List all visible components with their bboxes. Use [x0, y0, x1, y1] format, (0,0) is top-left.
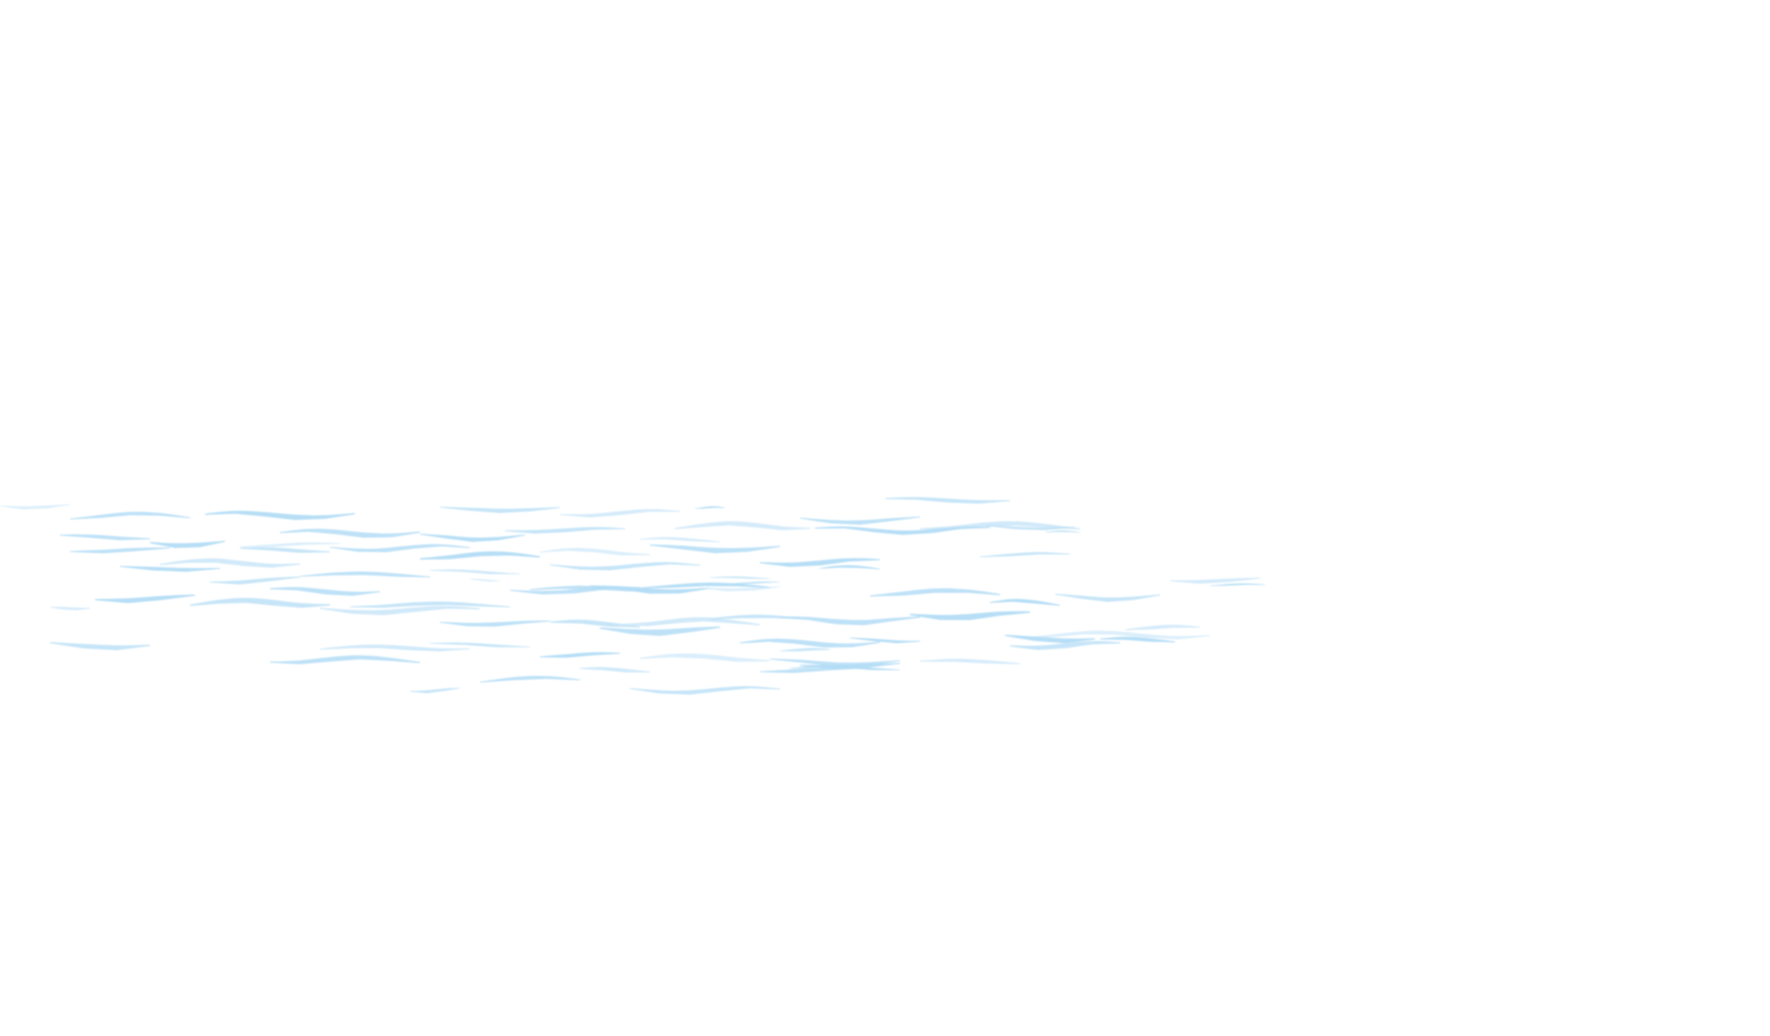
- water-ripple: [790, 665, 900, 671]
- water-ripple: [710, 576, 770, 580]
- water-ripple: [350, 601, 510, 608]
- water-ripple: [1020, 630, 1210, 640]
- water-ripple: [760, 558, 880, 567]
- water-ripple: [50, 642, 150, 651]
- water-ripple: [1170, 577, 1260, 584]
- water-ripple: [320, 644, 470, 652]
- water-ripple: [600, 626, 720, 636]
- water-ripple: [270, 655, 420, 665]
- water-ripple: [280, 528, 420, 538]
- water-ripple: [190, 597, 330, 608]
- water-ripple: [640, 653, 770, 662]
- water-ripple: [990, 598, 1060, 606]
- water-ripple: [740, 638, 880, 648]
- water-ripple: [1005, 634, 1095, 644]
- water-ripple: [120, 565, 220, 572]
- water-ripple: [640, 582, 770, 589]
- water-ripple: [410, 687, 460, 694]
- water-ripple: [420, 533, 525, 542]
- water-ripple: [430, 642, 530, 648]
- water-ripple: [70, 547, 170, 554]
- water-ripple: [695, 506, 725, 509]
- water-ripple: [505, 527, 625, 534]
- water-ripple: [760, 667, 860, 673]
- water-ripple: [300, 571, 430, 578]
- water-ripple: [850, 637, 920, 644]
- water-ripple: [440, 620, 550, 627]
- water-ripple: [620, 617, 760, 627]
- water-ripple: [550, 562, 700, 571]
- water-ripple: [870, 588, 1000, 597]
- water-ripple: [885, 497, 1010, 504]
- water-ripple: [560, 509, 680, 518]
- water-ripple: [550, 619, 640, 628]
- water-ripple: [0, 504, 70, 510]
- water-ripple: [1100, 636, 1175, 643]
- water-ripple: [205, 510, 355, 520]
- water-ripple: [480, 675, 580, 683]
- water-ripple: [240, 547, 330, 553]
- water-ripple: [815, 526, 990, 535]
- water-ripple: [470, 578, 500, 582]
- water-ripple: [240, 542, 340, 548]
- water-ripple: [910, 611, 1030, 621]
- water-ripple: [420, 551, 540, 560]
- water-ripple: [70, 511, 190, 520]
- water-ripple: [675, 521, 810, 531]
- water-ripple: [590, 585, 710, 594]
- water-ripple: [800, 516, 920, 525]
- water-ripple: [50, 606, 90, 611]
- water-ripple: [780, 616, 920, 626]
- water-ripple: [630, 686, 780, 695]
- water-ripple: [820, 565, 880, 570]
- water-ripple: [1055, 593, 1160, 602]
- water-ripple: [1125, 624, 1200, 631]
- water-ripple: [650, 544, 780, 554]
- water-ripple: [640, 537, 720, 543]
- water-ripple: [980, 552, 1070, 558]
- water-ripple: [60, 534, 150, 541]
- water-ripple: [330, 544, 470, 553]
- water-ripple: [150, 540, 225, 548]
- water-ripple: [985, 525, 1075, 531]
- water-ripple: [270, 587, 380, 596]
- water-ripple: [430, 569, 520, 575]
- water-ripple: [780, 647, 830, 652]
- water-ripple: [1210, 583, 1265, 587]
- water-ripple: [920, 658, 1020, 665]
- water-ripple: [320, 605, 480, 616]
- water-ripple: [440, 506, 560, 513]
- water-ripple: [710, 614, 800, 620]
- water-ripple: [580, 667, 650, 673]
- water-ripple: [1010, 641, 1120, 650]
- water-ripple: [160, 558, 300, 568]
- water-ripple: [700, 586, 780, 592]
- water-ripple: [95, 594, 195, 604]
- water-ripple: [540, 547, 650, 556]
- water-ripple: [1045, 530, 1080, 533]
- water-ripple: [210, 576, 300, 585]
- water-ripple: [540, 652, 620, 658]
